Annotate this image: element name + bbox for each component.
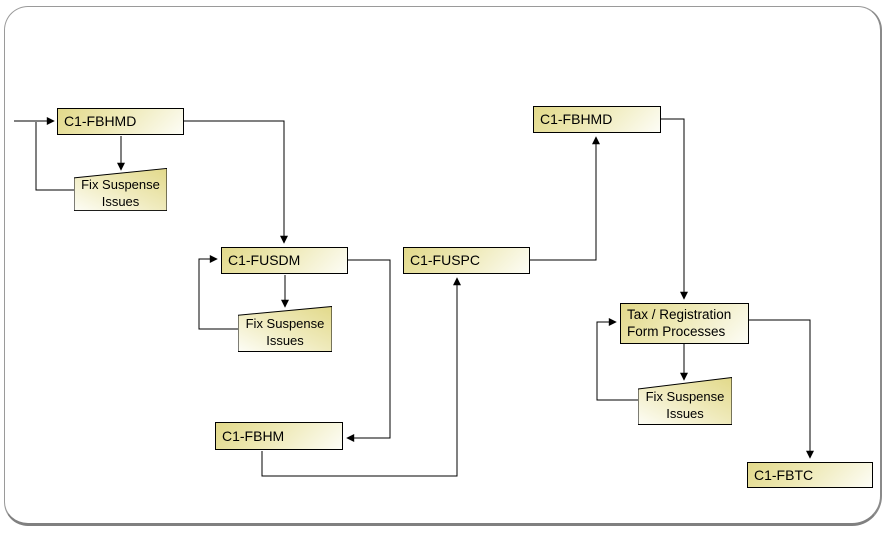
node-fix-suspense-3: Fix Suspense Issues [638,377,732,425]
node-label: Tax / Registration Form Processes [627,307,732,339]
node-label: C1-FUSPC [410,252,481,269]
node-c1-fbtc: C1-FBTC [747,462,873,488]
node-tax-registration-form-processes: Tax / Registration Form Processes [620,303,749,344]
node-label: C1-FUSDM [228,252,301,269]
node-label: C1-FBHM [222,427,285,444]
trapezoid-shape [638,377,732,425]
node-fix-suspense-1: Fix Suspense Issues [74,168,167,211]
node-c1-fusdm: C1-FUSDM [221,247,348,274]
node-label: C1-FBHMD [540,111,613,128]
node-c1-fbhm: C1-FBHM [215,422,343,450]
node-label: C1-FBHMD [64,113,137,130]
node-label: Fix Suspense Issues [245,316,325,348]
node-c1-fbhmd-1: C1-FBHMD [57,108,184,135]
node-fix-suspense-2: Fix Suspense Issues [238,306,332,352]
node-label: Fix Suspense Issues [81,177,160,209]
trapezoid-shape [238,306,332,352]
trapezoid-shape [74,168,167,211]
node-c1-fuspc: C1-FUSPC [403,247,530,274]
node-label: C1-FBTC [754,466,814,483]
node-label: Fix Suspense Issues [645,389,725,421]
node-c1-fbhmd-2: C1-FBHMD [533,106,661,133]
